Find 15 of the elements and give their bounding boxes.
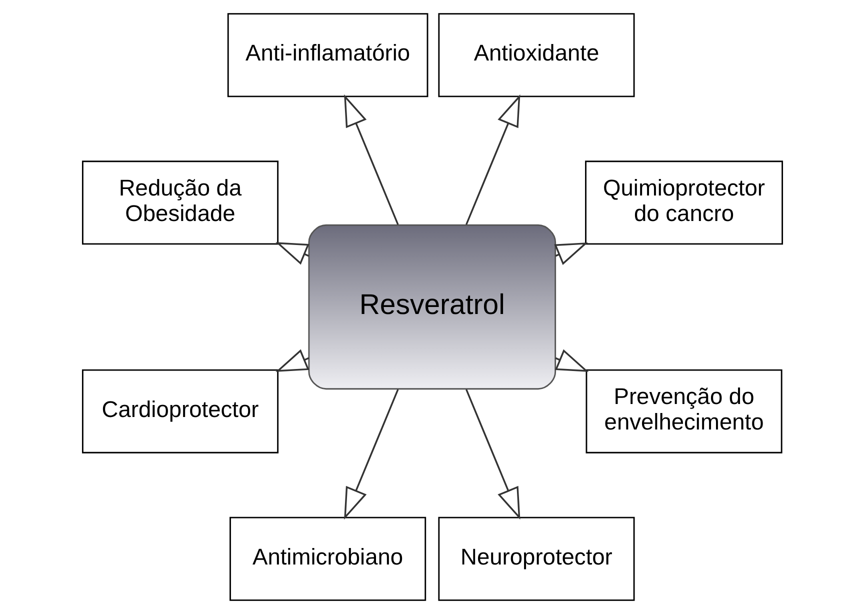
- node-box: Anti-inflamatório: [227, 13, 428, 98]
- arrow: [344, 94, 399, 225]
- node-box: Redução da Obesidade: [82, 160, 279, 245]
- arrow: [466, 94, 520, 225]
- node-box: Neuroprotector: [438, 516, 635, 601]
- arrow: [554, 349, 589, 372]
- arrow: [344, 389, 399, 520]
- node-box: Antimicrobiano: [230, 516, 426, 601]
- node-box: Prevenção do envelhecimento: [586, 369, 782, 454]
- node-box: Cardioprotector: [82, 369, 279, 454]
- node-box: Antioxidante: [438, 13, 635, 98]
- arrow: [466, 389, 520, 520]
- node-box: Resveratrol: [308, 224, 556, 390]
- node-box: Quimioprotector do cancro: [585, 160, 784, 245]
- arrow: [554, 242, 588, 265]
